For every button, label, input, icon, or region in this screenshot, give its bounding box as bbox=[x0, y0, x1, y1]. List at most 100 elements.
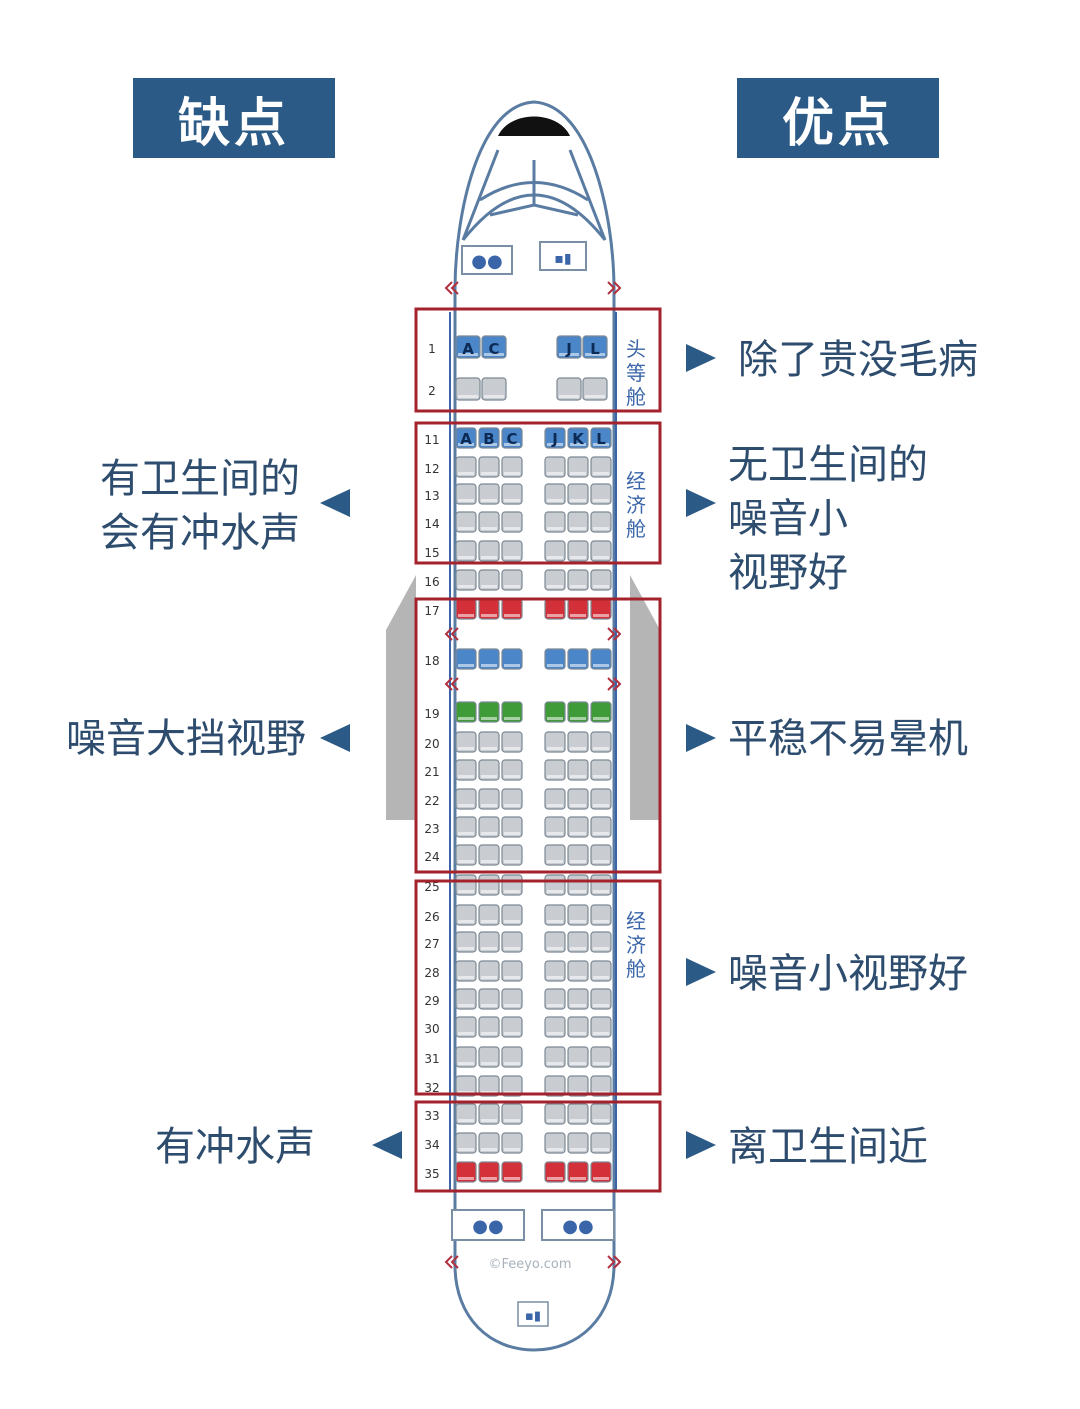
seat bbox=[567, 1161, 589, 1183]
row-number: 27 bbox=[424, 937, 439, 951]
seat bbox=[478, 456, 500, 478]
zone-highlight bbox=[414, 879, 662, 1096]
seat bbox=[567, 456, 589, 478]
seat bbox=[590, 701, 612, 723]
seat bbox=[544, 1103, 566, 1125]
seat-letter: K bbox=[572, 430, 585, 448]
cons-note-line: 有冲水声 bbox=[155, 1124, 315, 1170]
seat bbox=[501, 569, 523, 591]
seat bbox=[478, 1132, 500, 1154]
seat bbox=[501, 1103, 523, 1125]
seat bbox=[455, 569, 477, 591]
seat: A bbox=[455, 335, 481, 359]
seat bbox=[567, 788, 589, 810]
seat: L bbox=[590, 427, 612, 449]
seat bbox=[544, 511, 566, 533]
seat bbox=[501, 598, 523, 620]
seat bbox=[478, 540, 500, 562]
seat bbox=[567, 931, 589, 953]
seat bbox=[567, 731, 589, 753]
seat bbox=[478, 960, 500, 982]
seat bbox=[590, 1016, 612, 1038]
pointer-right-icon bbox=[686, 958, 716, 986]
seat bbox=[544, 1016, 566, 1038]
seat bbox=[544, 483, 566, 505]
seat bbox=[590, 456, 612, 478]
seat-letter: C bbox=[506, 430, 517, 448]
pointer-left-icon bbox=[320, 724, 350, 752]
cons-note-line: 有卫生间的 bbox=[100, 456, 300, 502]
cabin-label-char: 舱 bbox=[626, 957, 646, 981]
restroom-icon: ●● bbox=[471, 251, 502, 272]
seat bbox=[590, 511, 612, 533]
seat bbox=[567, 874, 589, 896]
seat: K bbox=[567, 427, 589, 449]
seat-letter: A bbox=[460, 430, 472, 448]
first-class-label: 头等舱 bbox=[626, 337, 646, 409]
row-number: 11 bbox=[424, 433, 439, 447]
seat bbox=[478, 511, 500, 533]
seat bbox=[478, 988, 500, 1010]
seat bbox=[544, 1161, 566, 1183]
seat bbox=[501, 648, 523, 670]
pointer-right-icon bbox=[686, 489, 716, 517]
seat bbox=[478, 1161, 500, 1183]
seat: J bbox=[556, 335, 582, 359]
seat bbox=[501, 511, 523, 533]
seat bbox=[544, 456, 566, 478]
seat-letter: J bbox=[551, 430, 558, 448]
seat bbox=[567, 1016, 589, 1038]
seat bbox=[544, 931, 566, 953]
seat bbox=[590, 1103, 612, 1125]
seat bbox=[455, 1161, 477, 1183]
seat bbox=[455, 874, 477, 896]
seat bbox=[478, 731, 500, 753]
seat bbox=[544, 759, 566, 781]
seat bbox=[455, 540, 477, 562]
pros-header: 优点 bbox=[737, 78, 939, 158]
seat bbox=[501, 483, 523, 505]
seat bbox=[455, 648, 477, 670]
seat bbox=[501, 1016, 523, 1038]
seat bbox=[455, 816, 477, 838]
seat bbox=[455, 1103, 477, 1125]
restroom-icon: ●● bbox=[472, 1216, 503, 1237]
seat bbox=[478, 1103, 500, 1125]
cons-header: 缺点 bbox=[133, 78, 335, 158]
seat bbox=[501, 904, 523, 926]
cabin-label-char: 经 bbox=[626, 909, 646, 933]
seat bbox=[544, 904, 566, 926]
fuselage bbox=[453, 100, 616, 1352]
row-number: 19 bbox=[424, 707, 439, 721]
row-number: 28 bbox=[424, 966, 439, 980]
pros-note-line: 离卫生间近 bbox=[728, 1124, 928, 1170]
seat-letter: B bbox=[483, 430, 494, 448]
seat bbox=[567, 701, 589, 723]
seat-letter: C bbox=[488, 340, 499, 358]
seat bbox=[501, 874, 523, 896]
row-number: 1 bbox=[428, 342, 436, 356]
seat bbox=[501, 960, 523, 982]
seat bbox=[501, 988, 523, 1010]
seat bbox=[590, 874, 612, 896]
row-number: 20 bbox=[424, 737, 439, 751]
seat bbox=[544, 816, 566, 838]
pros-note-zone1: 除了贵没毛病 bbox=[738, 333, 978, 387]
cabin-label-char: 头 bbox=[626, 337, 646, 361]
seat bbox=[544, 874, 566, 896]
seat bbox=[590, 540, 612, 562]
cabin-label-char: 舱 bbox=[626, 517, 646, 541]
seat bbox=[478, 1016, 500, 1038]
seat bbox=[590, 816, 612, 838]
cons-note-line: 会有冲水声 bbox=[100, 510, 300, 556]
pros-note-line: 无卫生间的 bbox=[728, 442, 928, 488]
seat bbox=[590, 1132, 612, 1154]
row-number: 30 bbox=[424, 1022, 439, 1036]
row-number: 15 bbox=[424, 546, 439, 560]
seat bbox=[567, 844, 589, 866]
seat bbox=[478, 598, 500, 620]
row-number: 23 bbox=[424, 822, 439, 836]
pointer-left-icon bbox=[320, 489, 350, 517]
seat bbox=[590, 1161, 612, 1183]
